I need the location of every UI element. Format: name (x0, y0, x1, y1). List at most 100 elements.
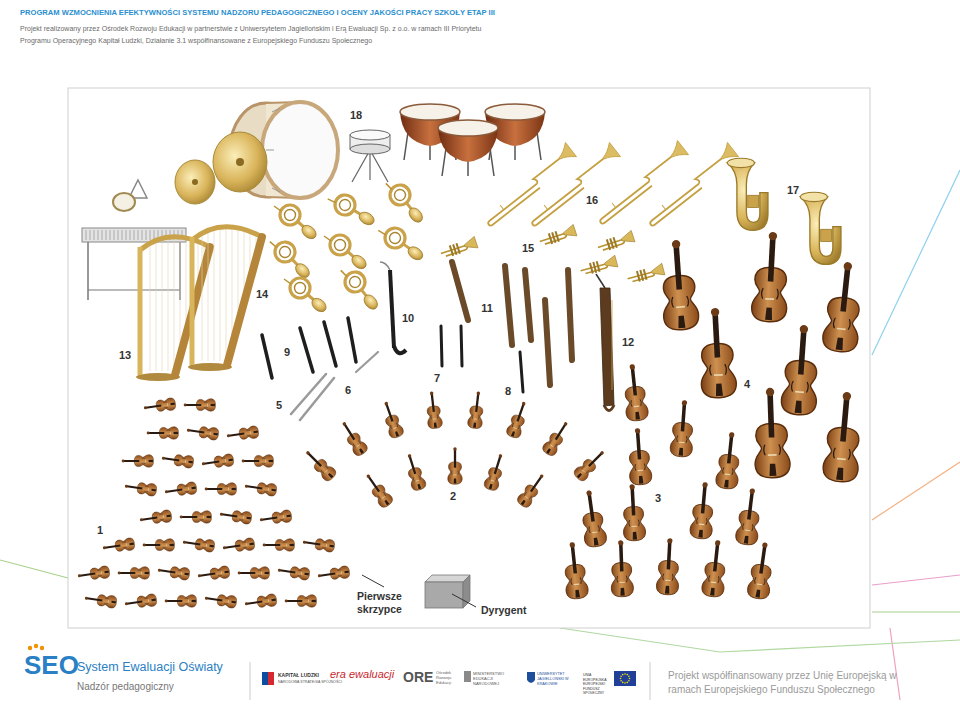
callout-number: 2 (449, 491, 457, 502)
tuba (727, 158, 768, 230)
conductor-podium (425, 575, 470, 582)
timpani (400, 104, 545, 176)
viola (541, 419, 573, 458)
cello (689, 481, 716, 539)
woodwind-instrument (262, 335, 272, 378)
footer-logos (620, 678, 622, 680)
cello (561, 541, 589, 600)
trumpet (579, 255, 618, 276)
trumpet (538, 224, 577, 247)
bass-clarinet (390, 270, 394, 348)
background-lines (560, 628, 720, 652)
callout-number: 12 (621, 337, 635, 348)
snare-drum (352, 150, 370, 182)
harp (188, 227, 262, 371)
violin (124, 593, 157, 610)
violin (277, 564, 310, 581)
background-lines (890, 628, 900, 700)
logo-text: KAPITAŁ LUDZKI (278, 673, 319, 678)
contrabassoon (612, 300, 613, 390)
violin (201, 453, 234, 470)
callout-number: 7 (433, 373, 441, 384)
violin (197, 565, 230, 582)
background-lines (0, 560, 68, 578)
callout-number: 11 (480, 303, 494, 314)
footer-logos (628, 675, 630, 677)
violin (182, 536, 215, 553)
logo-text: NARODOWA STRATEGIA SPÓJNOŚCI (278, 681, 342, 685)
woodwind-instrument (525, 270, 531, 340)
viola (424, 391, 442, 429)
logo-text: ORE (403, 670, 433, 684)
viola (505, 400, 531, 440)
trumpet (626, 263, 665, 284)
funding-note: Projekt współfinansowany przez Unię Euro… (668, 669, 906, 696)
callout-number: 6 (344, 385, 352, 396)
footer-logos (268, 672, 274, 685)
violin (259, 509, 292, 526)
percussion (236, 158, 244, 166)
contrabassoon (600, 288, 614, 406)
callout-number: 10 (401, 313, 415, 324)
harp (136, 237, 210, 381)
logo-text: UNIWERSYTET JAGIELLOŃSKI W KRAKOWIE (537, 672, 581, 687)
section-label: Pierwsze skrzypce (356, 590, 412, 615)
woodwind-instrument (441, 326, 442, 366)
footer-logos (28, 646, 32, 650)
conductor-podium (425, 582, 463, 608)
violin (164, 481, 197, 498)
woodwind-instrument (300, 378, 334, 420)
callout-number: 17 (786, 185, 800, 196)
violin (124, 480, 157, 497)
background-lines (720, 640, 960, 652)
french-horn (378, 226, 426, 266)
tuba (800, 192, 841, 264)
percussion (113, 193, 135, 211)
footer-title: System Ewaluacji Oświaty (77, 661, 223, 674)
snare-drum (350, 130, 390, 140)
bass-clarinet (380, 262, 406, 353)
leader-line (452, 594, 476, 607)
violin (77, 565, 110, 582)
violin (84, 592, 117, 609)
violin (118, 567, 150, 579)
woodwind-instrument (568, 270, 572, 360)
french-horn (380, 182, 430, 226)
woodwind-instrument (324, 322, 336, 366)
woodwind-instrument (505, 266, 512, 345)
snare-drum (370, 150, 388, 182)
cello (747, 541, 777, 600)
violin (244, 480, 277, 497)
violin (219, 508, 252, 525)
footer-subtitle: Nadzór pedagogiczny (77, 682, 174, 692)
contrabassoon (596, 274, 605, 288)
footer-logos (624, 682, 626, 684)
footer-logos (628, 680, 630, 682)
woodwind-instrument (300, 328, 313, 372)
double-bass (780, 324, 821, 416)
bass-drum (266, 108, 280, 192)
viola (467, 391, 485, 429)
section-label: Dyrygent (480, 605, 528, 616)
callout-number: 1 (96, 525, 104, 536)
contrabassoon (604, 405, 614, 411)
contrabassoon (596, 274, 614, 411)
viola (448, 447, 462, 484)
timpani (400, 104, 460, 120)
cello (610, 540, 634, 597)
footer-logos (250, 662, 251, 700)
violin (204, 592, 237, 609)
percussion (175, 160, 215, 204)
project-note: Projekt realizowany przez Ośrodek Rozwoj… (20, 23, 495, 46)
logo-text: SEO (24, 652, 79, 678)
violin (285, 595, 317, 607)
picture-frame (68, 88, 870, 628)
background-lines (872, 575, 960, 585)
violin (317, 565, 350, 582)
cello (656, 538, 681, 596)
french-horn (267, 241, 315, 281)
background-lines (872, 611, 960, 612)
footer-logos (622, 682, 624, 684)
footer-logos (464, 671, 471, 682)
